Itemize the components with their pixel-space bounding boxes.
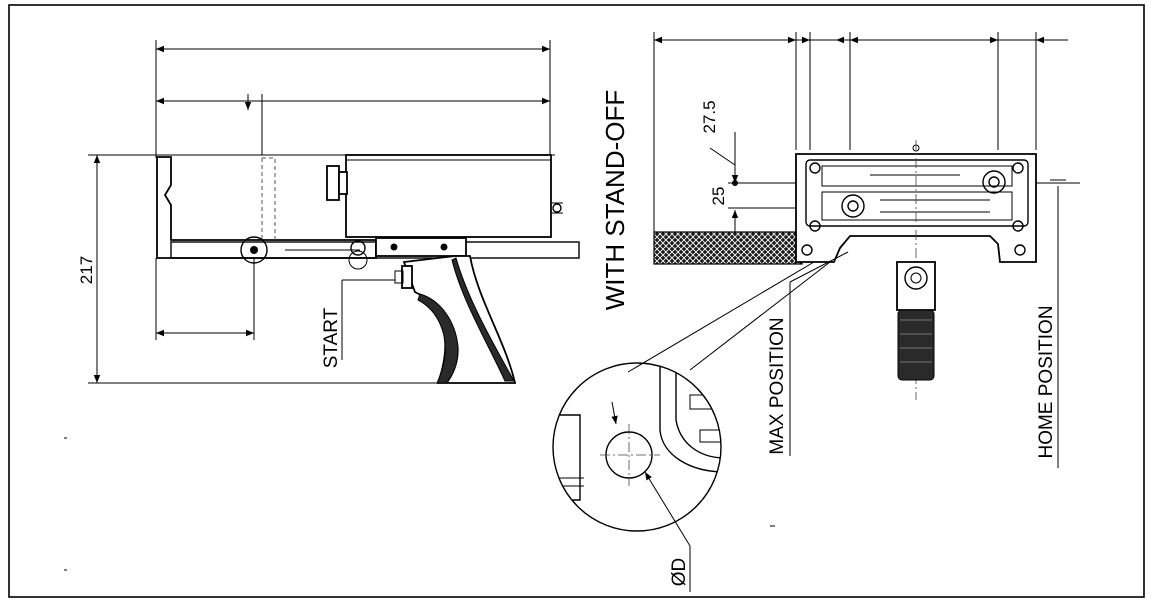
detail-leader-line	[689, 261, 831, 371]
detail-leader-line	[627, 261, 815, 373]
mounting-plate	[375, 237, 467, 257]
start-label: START	[321, 307, 342, 368]
knurled-stand-off-bar	[653, 231, 803, 265]
overall-width-dimension	[155, 40, 551, 158]
dim-25-label: 25	[709, 187, 728, 206]
start-label-group: START	[321, 279, 395, 368]
diameter-label: ØD	[669, 558, 690, 587]
dim-27-5-label: 27.5	[700, 100, 719, 133]
front-handle	[896, 261, 936, 381]
top-dimension-chain	[653, 32, 1068, 232]
plate-screw	[440, 243, 448, 251]
max-position-label-group: MAX POSITION	[767, 251, 849, 456]
body-width-dimension	[156, 94, 550, 155]
bracket-width-dimension	[155, 258, 255, 340]
pivot-wheel	[240, 236, 368, 270]
detail-view: ØD	[552, 362, 722, 592]
home-position-label-group: HOME POSITION	[1036, 179, 1066, 468]
housing-front	[795, 140, 1037, 400]
home-position-label: HOME POSITION	[1036, 305, 1057, 458]
height-dimension-label: 217	[77, 256, 96, 284]
with-stand-off-title: WITH STAND-OFF	[600, 90, 630, 310]
max-position-label: MAX POSITION	[767, 317, 788, 454]
marker-body	[326, 154, 563, 238]
drawing-border	[8, 4, 1145, 598]
pistol-grip	[394, 255, 517, 384]
plate-screw	[390, 243, 398, 251]
side-view: 217	[77, 40, 580, 384]
stand-off-bracket	[156, 156, 580, 259]
front-view: 27.5 25	[627, 32, 1080, 468]
